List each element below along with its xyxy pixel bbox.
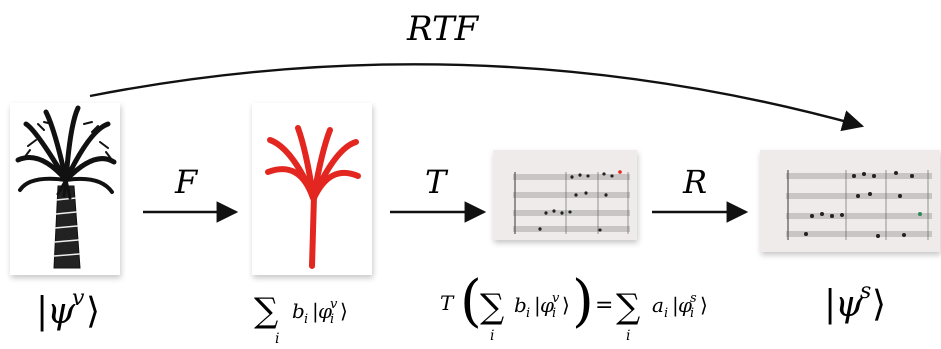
svg-text:i: i [490,328,494,344]
svg-text:|: | [312,299,319,324]
svg-text:i: i [664,306,668,321]
svg-text:|: | [672,293,679,318]
sketch-sum-caption: ∑ i b i | φ i v ⟩ [254,291,348,347]
score-notes-small [538,170,622,232]
score-card-small [493,150,637,240]
svg-text:b: b [292,299,305,323]
svg-text:⟩: ⟩ [562,293,570,317]
svg-text:⟩: ⟩ [872,284,886,325]
score-staves-small [513,172,630,234]
svg-text:i: i [304,312,308,327]
arrow-f-label: F [174,163,199,201]
svg-text:i: i [526,306,530,321]
transform-equation: T ( ∑ i b i | φ i v ⟩ ) = ∑ i a i | φ i … [440,269,708,344]
score-notes-large [804,171,922,238]
rtf-arc [89,63,865,132]
svg-text:v: v [552,291,560,306]
svg-text:ψ: ψ [47,291,76,332]
svg-text:i: i [626,328,630,344]
palm-state-caption: | ψ v ⟩ [36,286,100,332]
score-state-caption: | ψ s ⟩ [824,279,886,325]
svg-text:φ: φ [540,293,554,317]
svg-text:b: b [514,293,527,317]
svg-text:s: s [860,279,871,304]
svg-text:|: | [824,284,836,325]
sketch-card [252,103,372,275]
svg-text:v: v [330,297,338,312]
palm-sketch-icon [265,125,361,269]
svg-text:a: a [652,293,664,317]
svg-text:⟩: ⟩ [340,299,348,323]
arrow-t-label: T [425,163,449,201]
svg-text:=: = [595,293,613,318]
svg-text:T: T [440,291,455,315]
svg-text:i: i [275,331,279,347]
score-card-large [760,150,940,252]
svg-text:⟩: ⟩ [86,291,100,332]
arrow-r-label: R [682,163,707,201]
svg-text:∑: ∑ [616,287,640,327]
svg-text:): ) [572,269,594,334]
palm-tree-card [10,103,120,275]
palm-tree-icon [15,105,117,269]
svg-text:φ: φ [318,299,332,323]
svg-text:φ: φ [678,293,692,317]
svg-text:∑: ∑ [480,287,504,327]
svg-text:ψ: ψ [835,284,864,325]
score-staves-large [786,170,932,240]
svg-text:|: | [36,291,48,332]
svg-text:i: i [690,306,694,321]
svg-text:i: i [552,306,556,321]
svg-text:v: v [72,286,85,311]
rtf-label: RTF [406,9,480,49]
svg-text:s: s [690,291,697,306]
svg-text:(: ( [460,269,482,334]
svg-text:|: | [534,293,541,318]
svg-text:⟩: ⟩ [700,293,708,317]
svg-text:i: i [330,312,334,327]
svg-text:∑: ∑ [254,291,278,331]
